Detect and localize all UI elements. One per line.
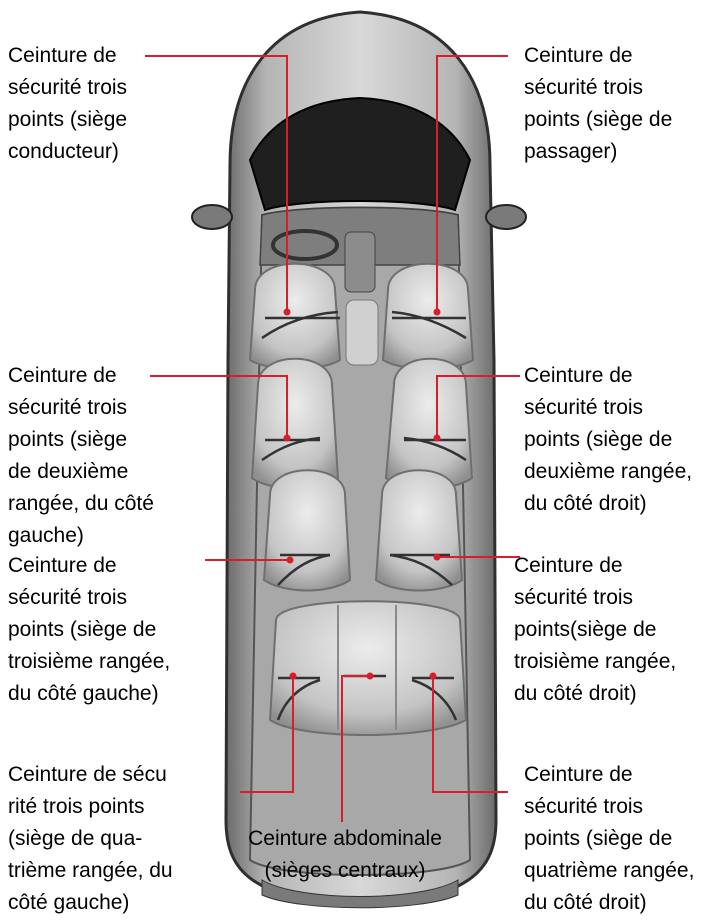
seat-row2-right <box>384 357 474 490</box>
label-row4-left-belt: Ceinture de sécu rité trois points (sièg… <box>8 763 173 914</box>
label-row4-right-belt: Ceinture de sécurité trois points (siège… <box>524 763 695 914</box>
leader-row2-left <box>150 375 288 438</box>
seat-belts <box>261 310 467 721</box>
leader-row2-right <box>436 375 520 438</box>
label-lap-center-belt: Ceinture abdominale (sièges centraux) <box>248 827 442 882</box>
leader-lap-center <box>341 675 370 822</box>
label-driver-belt: Ceinture de sécurité trois points (siège… <box>8 44 128 163</box>
leader-driver <box>145 55 288 312</box>
seat-row2-left <box>250 357 340 490</box>
label-row2-left-belt: Ceinture de sécurité trois points (siège… <box>8 364 154 547</box>
seat-row3-left <box>262 469 352 592</box>
seat-passenger <box>381 262 475 370</box>
leader-dots <box>283 308 441 680</box>
label-passenger-belt: Ceinture de sécurité trois points (siège… <box>524 44 673 163</box>
leader-lines <box>145 55 520 822</box>
leader-row4-right <box>432 676 508 793</box>
car-body <box>191 10 527 909</box>
seat-row3-right <box>374 469 464 592</box>
leader-passenger <box>436 55 508 312</box>
label-row3-right-belt: Ceinture de sécurité trois points(siège … <box>514 554 677 705</box>
seat-driver <box>248 262 342 370</box>
label-row2-right-belt: Ceinture de sécurité trois points (siège… <box>524 364 693 515</box>
label-row3-left-belt: Ceinture de sécurité trois points (siège… <box>8 554 171 705</box>
seats <box>248 262 475 736</box>
seat-row4-bench <box>268 600 468 736</box>
leader-row4-left <box>240 676 294 793</box>
